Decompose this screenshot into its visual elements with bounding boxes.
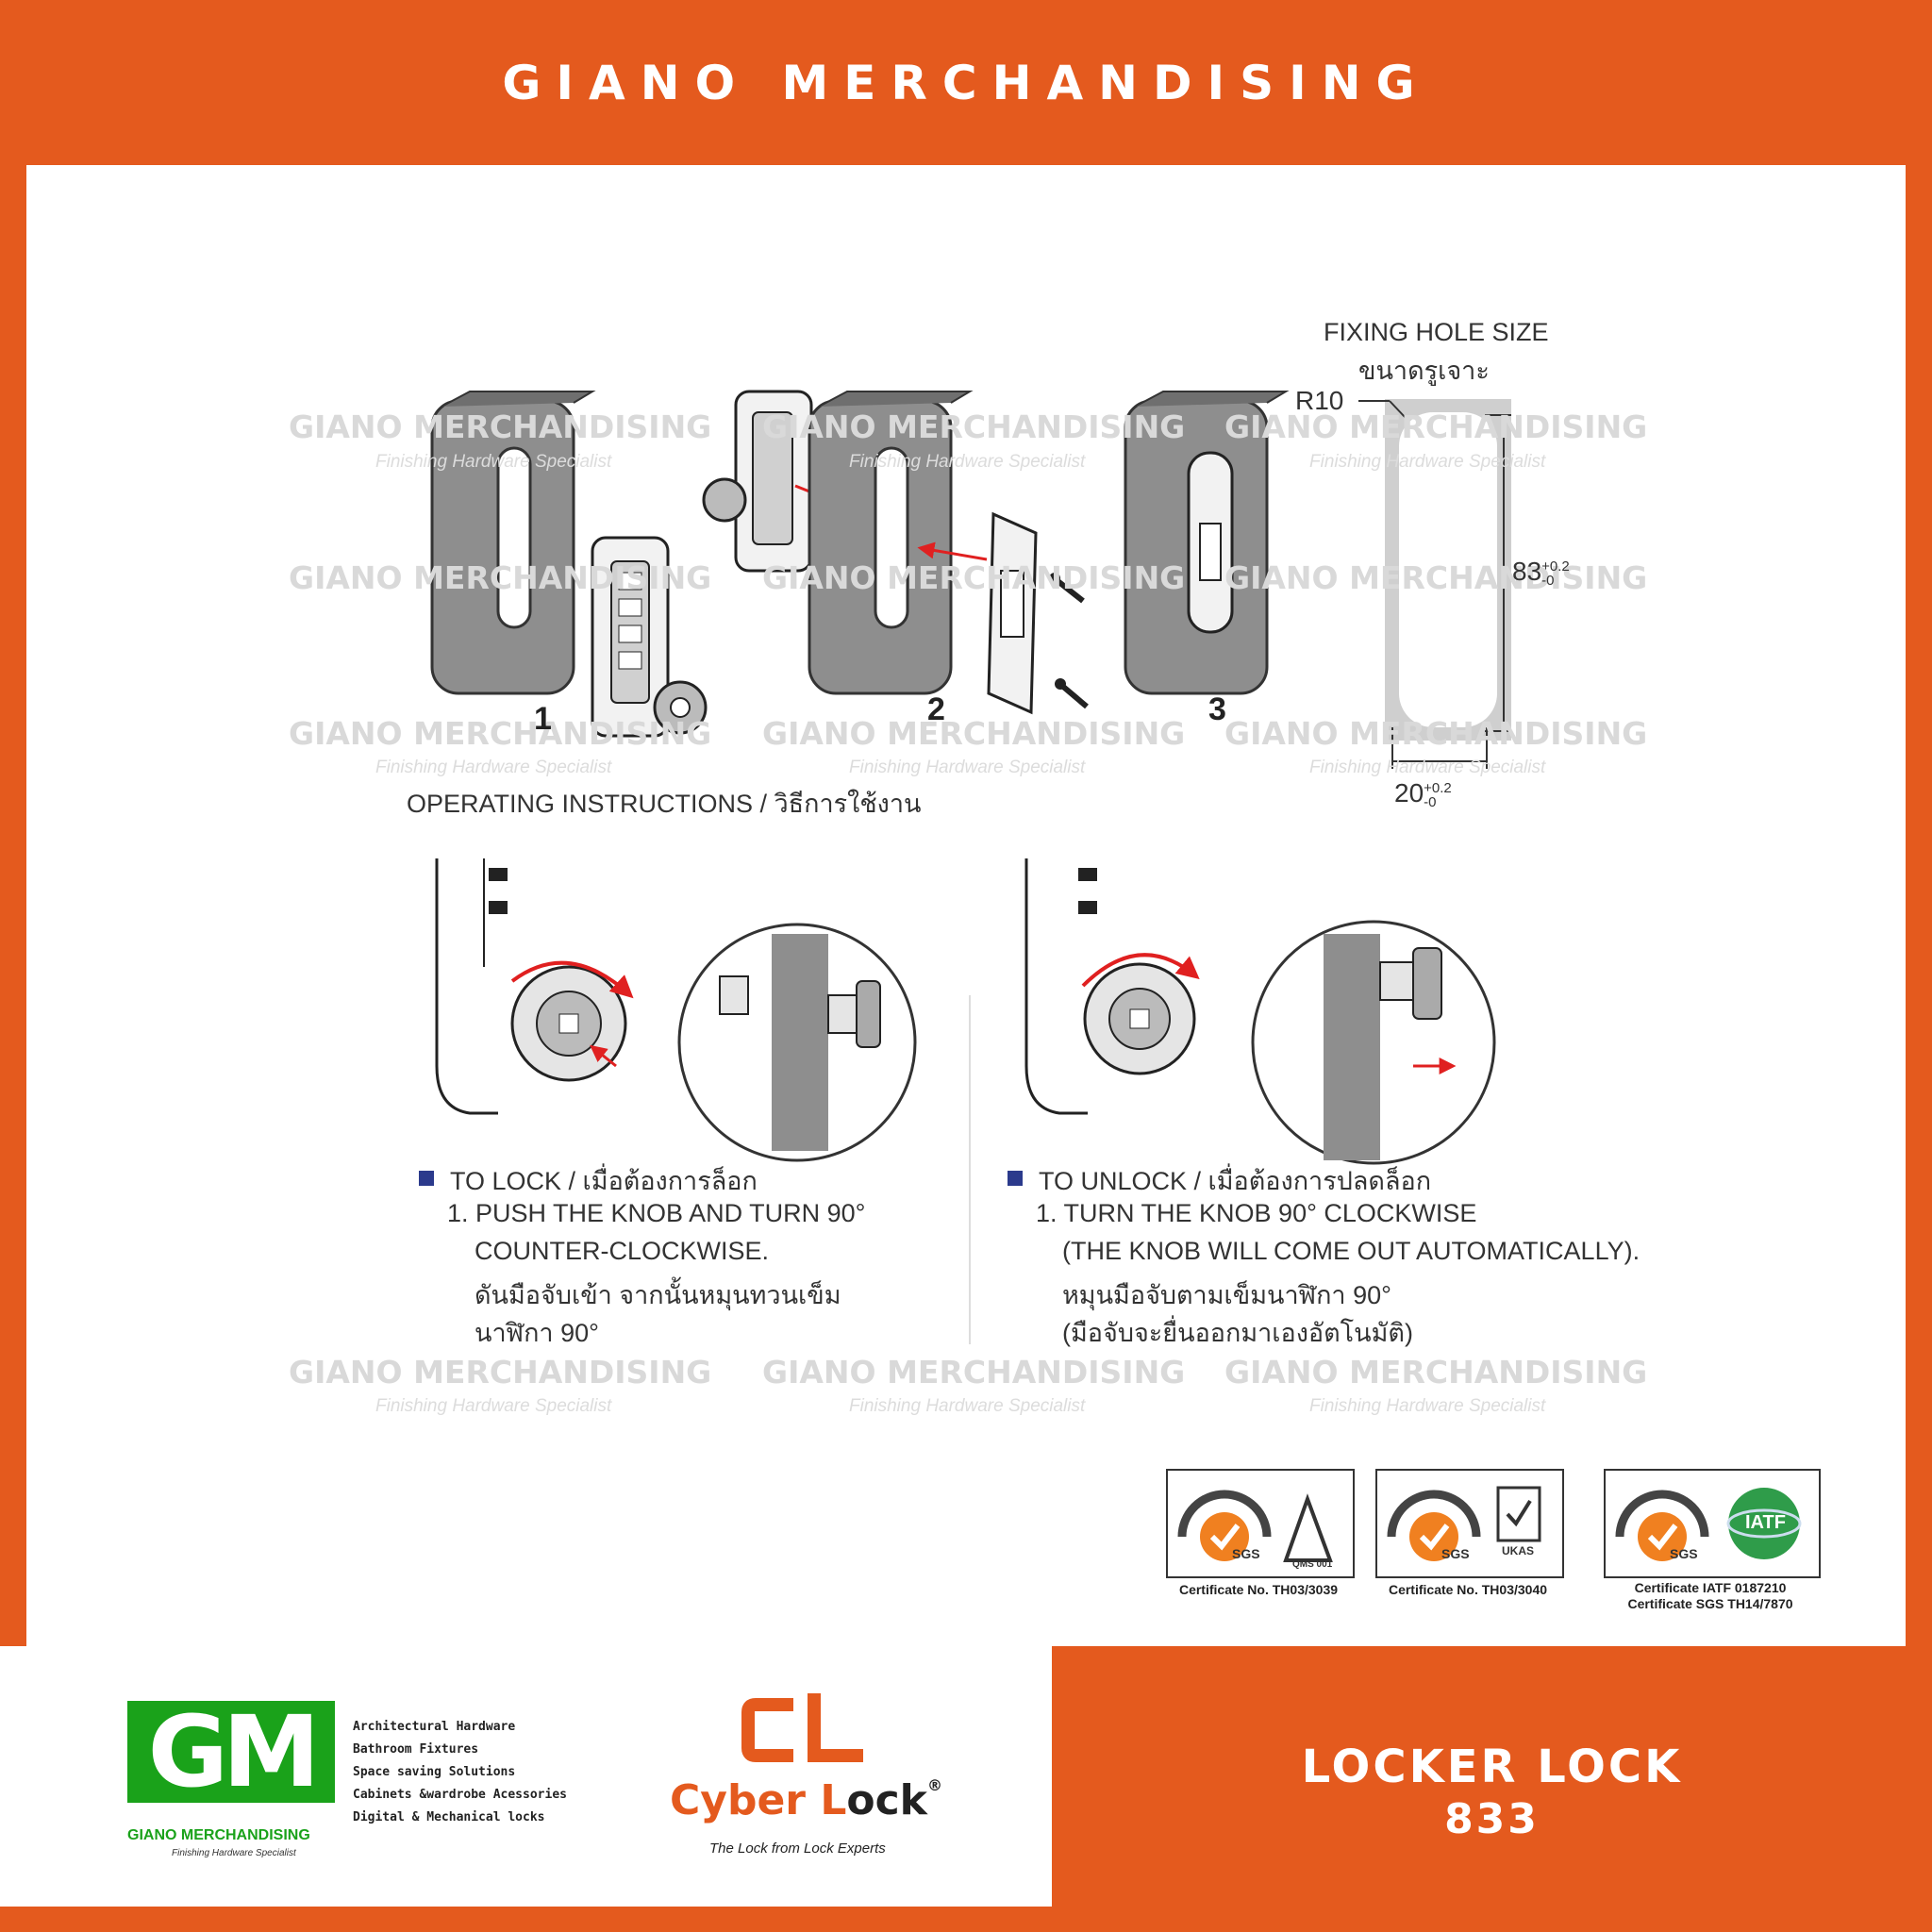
radius-label: R10 bbox=[1295, 386, 1344, 415]
to-lock-line2: COUNTER-CLOCKWISE. bbox=[475, 1237, 770, 1265]
service-item: Space saving Solutions bbox=[353, 1765, 516, 1779]
certificate-caption-1: Certificate No. TH03/3039 bbox=[1178, 1582, 1339, 1597]
watermark-subtitle: Finishing Hardware Specialist bbox=[375, 452, 612, 472]
unlock-side-detail-illustration bbox=[1251, 920, 1496, 1165]
watermark-subtitle: Finishing Hardware Specialist bbox=[375, 1396, 612, 1416]
gm-logo-letters: GM bbox=[147, 1694, 321, 1809]
lock-side-detail-illustration bbox=[677, 923, 917, 1162]
step1-lock-body-illustration bbox=[591, 536, 708, 738]
certificate-caption-3-line1: Certificate IATF 0187210 bbox=[1634, 1580, 1787, 1595]
service-item: Bathroom Fixtures bbox=[353, 1742, 479, 1757]
services-list: Architectural Hardware Bathroom Fixtures… bbox=[353, 1716, 567, 1829]
to-lock-line1: 1. PUSH THE KNOB AND TURN 90° bbox=[447, 1199, 866, 1227]
fixing-hole-title-thai: ขนาดรูเจาะ bbox=[1358, 357, 1490, 385]
service-item: Digital & Mechanical locks bbox=[353, 1810, 545, 1824]
watermark-title: GIANO MERCHANDISING bbox=[289, 559, 712, 596]
step2-plate-illustration bbox=[808, 391, 974, 695]
header-bar: GIANO MERCHANDISING bbox=[0, 0, 1932, 165]
watermark-title: GIANO MERCHANDISING bbox=[1224, 715, 1648, 752]
sgs-ukas-badge-icon bbox=[1387, 1486, 1541, 1561]
certificate-badge-2: SGS UKAS bbox=[1375, 1469, 1564, 1578]
gm-logo-icon bbox=[127, 1701, 335, 1803]
gm-brand-tagline: Finishing Hardware Specialist bbox=[172, 1848, 296, 1858]
cyberlock-cl-icon bbox=[741, 1693, 863, 1762]
product-model: 833 bbox=[1444, 1795, 1540, 1843]
certificate-badge-3: SGS IATF bbox=[1604, 1469, 1821, 1578]
cert-badge-sublabel: UKAS bbox=[1502, 1544, 1535, 1557]
to-unlock-line4: (มือจับจะยื่นออกมาเองอัตโนมัติ) bbox=[1062, 1319, 1413, 1347]
cert-badge-label: SGS bbox=[1232, 1546, 1260, 1561]
fixing-hole-title: FIXING HOLE SIZE bbox=[1324, 318, 1549, 346]
watermark-title: GIANO MERCHANDISING bbox=[289, 715, 712, 752]
gm-brand-name: GIANO MERCHANDISING bbox=[127, 1827, 310, 1843]
to-unlock-line1: 1. TURN THE KNOB 90° CLOCKWISE bbox=[1036, 1199, 1477, 1227]
product-title-area: LOCKER LOCK 833 bbox=[1052, 1646, 1932, 1932]
watermark-subtitle: Finishing Hardware Specialist bbox=[1309, 1396, 1546, 1416]
to-lock-line3: ดันมือจับเข้า จากนั้นหมุนทวนเข็ม bbox=[475, 1281, 841, 1309]
product-name: LOCKER LOCK bbox=[1301, 1740, 1683, 1793]
watermark-title: GIANO MERCHANDISING bbox=[1224, 559, 1648, 596]
footer-brand-area: GM GIANO MERCHANDISING Finishing Hardwar… bbox=[0, 1646, 1052, 1907]
panel-illustrations bbox=[430, 390, 1511, 1344]
step2-lock-body-illustration bbox=[702, 390, 827, 573]
to-unlock-bullet bbox=[1008, 1171, 1023, 1186]
step-number-1: 1 bbox=[534, 701, 552, 737]
cert-badge-label: SGS bbox=[1441, 1546, 1470, 1561]
watermark-title: GIANO MERCHANDISING bbox=[289, 1354, 712, 1391]
to-unlock-line2: (THE KNOB WILL COME OUT AUTOMATICALLY). bbox=[1062, 1237, 1641, 1265]
watermark-subtitle: Finishing Hardware Specialist bbox=[1309, 758, 1546, 777]
step2-back-plate-illustration bbox=[917, 511, 1038, 715]
operating-instructions-heading: OPERATING INSTRUCTIONS / วิธีการใช้งาน bbox=[407, 790, 922, 818]
certificate-caption-3-line2: Certificate SGS TH14/7870 bbox=[1627, 1596, 1793, 1611]
watermark-subtitle: Finishing Hardware Specialist bbox=[849, 1396, 1086, 1416]
watermark-subtitle: Finishing Hardware Specialist bbox=[849, 758, 1086, 777]
watermark-title: GIANO MERCHANDISING bbox=[762, 559, 1186, 596]
to-unlock-line3: หมุนมือจับตามเข็มนาฬิกา 90° bbox=[1062, 1281, 1391, 1309]
gm-logo: GM bbox=[127, 1695, 335, 1808]
cert-badge-sublabel: IATF bbox=[1745, 1512, 1786, 1533]
cyberlock-tagline: The Lock from Lock Experts bbox=[709, 1840, 886, 1857]
step-number-3: 3 bbox=[1208, 691, 1226, 727]
to-lock-bullet bbox=[419, 1171, 434, 1186]
to-lock-line4: นาฬิกา 90° bbox=[475, 1319, 599, 1347]
to-lock-heading: TO LOCK / เมื่อต้องการล็อก bbox=[450, 1167, 758, 1195]
step-number-2: 2 bbox=[927, 691, 945, 727]
service-item: Architectural Hardware bbox=[353, 1720, 516, 1734]
to-unlock-heading: TO UNLOCK / เมื่อต้องการปลดล็อก bbox=[1039, 1167, 1432, 1195]
watermark-subtitle: Finishing Hardware Specialist bbox=[375, 758, 612, 777]
width-dimension: 20+0.2-0 bbox=[1394, 778, 1452, 810]
certificate-caption-2: Certificate No. TH03/3040 bbox=[1388, 1582, 1548, 1597]
step2-screws-illustration bbox=[1049, 573, 1089, 709]
sgs-badge-icon bbox=[1177, 1490, 1333, 1562]
cert-badge-label: SGS bbox=[1670, 1546, 1698, 1561]
certificate-badge-1: SGS QMS 001 bbox=[1166, 1469, 1355, 1578]
watermark-title: GIANO MERCHANDISING bbox=[1224, 408, 1648, 445]
unlock-knob-detail-illustration bbox=[1024, 858, 1200, 1115]
lock-knob-detail-illustration bbox=[435, 858, 634, 1115]
cert-badge-sublabel: QMS 001 bbox=[1292, 1559, 1333, 1570]
cyberlock-logo: Cyber Lock® The Lock from Lock Experts bbox=[668, 1693, 942, 1882]
service-item: Cabinets &wardrobe Acessories bbox=[353, 1788, 567, 1802]
watermark-title: GIANO MERCHANDISING bbox=[762, 1354, 1186, 1391]
page-title: GIANO MERCHANDISING bbox=[502, 55, 1430, 110]
cyberlock-name: Cyber Lock® bbox=[670, 1776, 942, 1824]
watermark-title: GIANO MERCHANDISING bbox=[762, 715, 1186, 752]
instruction-panel: GIANO MERCHANDISING Finishing Hardware S… bbox=[26, 165, 1906, 1646]
sgs-iatf-badge-icon bbox=[1615, 1488, 1802, 1561]
step1-plate-illustration bbox=[430, 391, 596, 695]
watermark-title: GIANO MERCHANDISING bbox=[289, 408, 712, 445]
watermark-title: GIANO MERCHANDISING bbox=[762, 408, 1186, 445]
watermark-subtitle: Finishing Hardware Specialist bbox=[1309, 452, 1546, 472]
fixing-hole-drawing bbox=[1358, 399, 1511, 769]
step3-assembled-illustration bbox=[1124, 391, 1290, 695]
watermark-title: GIANO MERCHANDISING bbox=[1224, 1354, 1648, 1391]
height-dimension: 83+0.2-0 bbox=[1512, 557, 1570, 589]
watermark-subtitle: Finishing Hardware Specialist bbox=[849, 452, 1086, 472]
